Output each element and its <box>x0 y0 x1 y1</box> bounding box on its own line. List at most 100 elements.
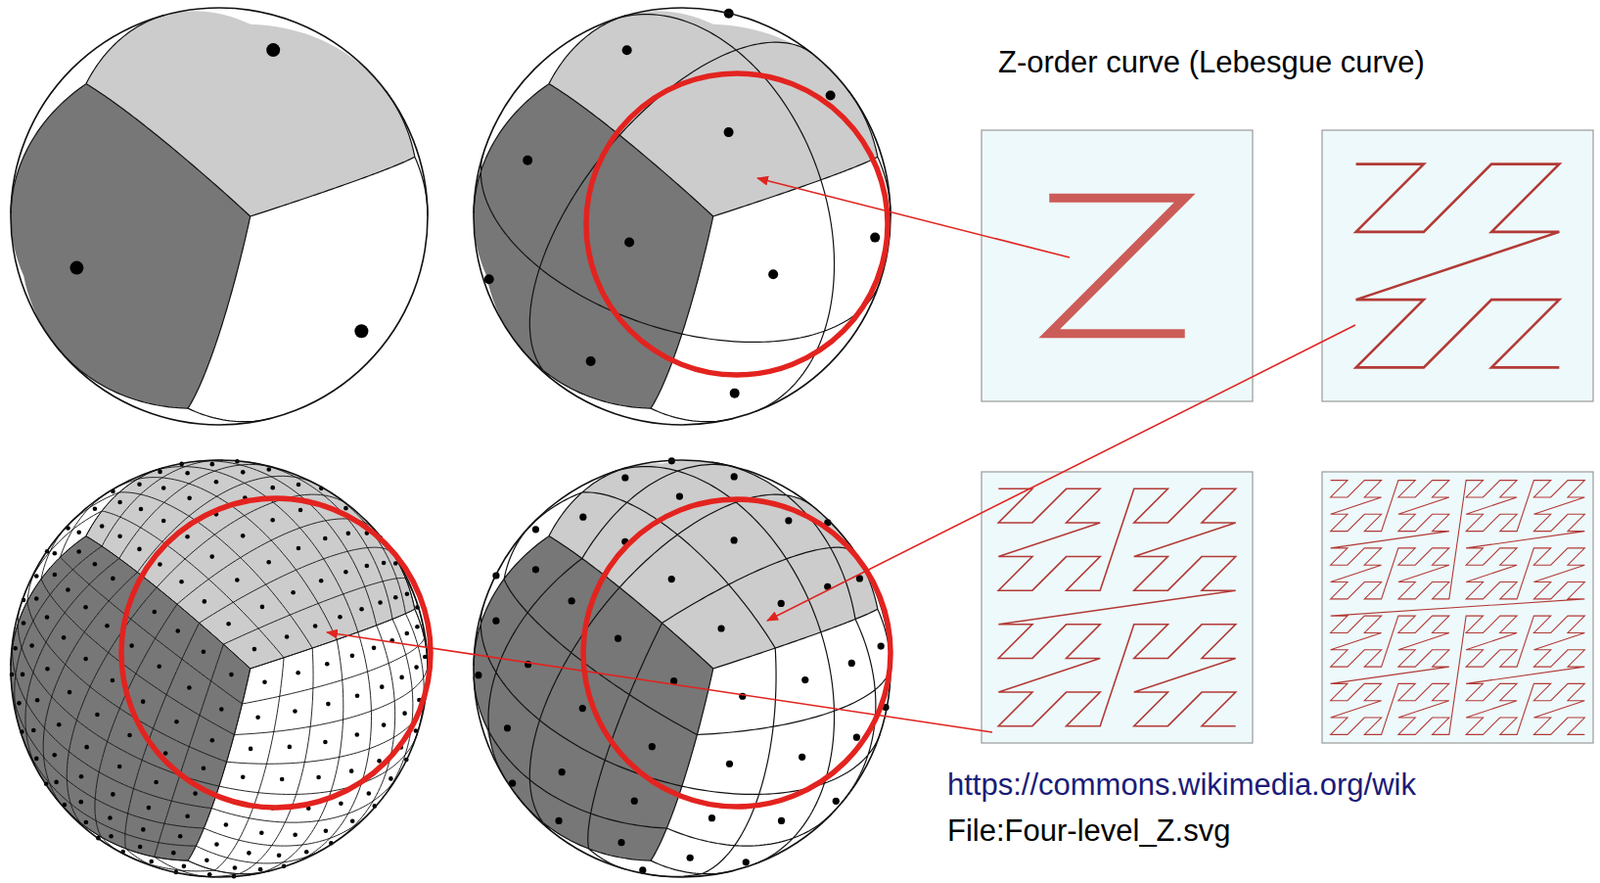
shaded-cell <box>10 84 251 410</box>
cell-dot <box>52 572 58 578</box>
cell-dot <box>323 827 329 833</box>
cell-dot <box>163 750 169 756</box>
cell-dot <box>21 620 27 626</box>
cell-dot <box>184 534 190 540</box>
cell-dot <box>35 697 41 703</box>
cell-dot <box>877 642 885 650</box>
cell-dot <box>246 850 252 856</box>
cell-dot <box>532 565 540 573</box>
cell-dot <box>532 525 540 533</box>
cell-dot <box>350 819 356 824</box>
cell-dot <box>51 752 57 758</box>
cell-dot <box>621 473 629 481</box>
cell-dot <box>266 43 280 57</box>
cell-dot <box>214 479 220 485</box>
cell-dot <box>266 466 272 472</box>
cell-dot <box>484 274 495 284</box>
cell-dot <box>731 472 738 480</box>
shaded-cell <box>539 135 713 334</box>
leader-arrow <box>757 178 1070 258</box>
cell-dot <box>156 663 162 669</box>
cell-dot <box>78 799 84 805</box>
cell-dot <box>381 722 387 728</box>
cell-dot <box>266 559 272 565</box>
cell-dot <box>708 814 716 822</box>
leader-arrow <box>767 324 1356 621</box>
cell-dot <box>83 656 89 662</box>
z-order-curve <box>1330 480 1586 735</box>
cell-dot <box>414 624 420 630</box>
cell-dot <box>110 678 116 684</box>
cell-dot <box>853 733 861 741</box>
grid-line <box>473 461 891 876</box>
cell-dot <box>94 712 100 718</box>
cell-dot <box>579 704 587 712</box>
cell-dot <box>402 710 408 716</box>
cell-dot <box>522 155 533 166</box>
cell-dot <box>869 232 880 243</box>
cell-dot <box>29 642 35 648</box>
sphere-ground <box>10 7 428 425</box>
highlight-circle <box>583 499 891 807</box>
cell-dot <box>240 469 246 475</box>
cell-dot <box>717 624 725 632</box>
cell-dot <box>117 500 123 505</box>
cell-dot <box>768 269 778 279</box>
cell-dot <box>110 576 116 582</box>
sphere-outline <box>10 459 428 877</box>
cell-dot <box>730 388 740 399</box>
cell-dot <box>67 689 73 695</box>
cell-dot <box>558 768 566 776</box>
cell-dot <box>161 485 167 491</box>
sphere-outline <box>473 7 891 425</box>
cell-dot <box>104 623 110 629</box>
cell-dot <box>614 635 622 642</box>
cell-dot <box>107 815 113 821</box>
leader-arrow <box>326 632 993 732</box>
cell-dot <box>319 578 324 584</box>
cell-dot <box>137 547 142 552</box>
sphere-ground <box>473 459 891 877</box>
cell-dot <box>290 590 296 595</box>
cell-dot <box>79 774 85 779</box>
cell-dot <box>140 698 146 704</box>
highlight-circle <box>121 498 431 808</box>
cell-dot <box>295 670 301 676</box>
diagram-title: Z-order curve (Lebesgue curve) <box>998 45 1425 81</box>
cube-sphere <box>473 457 891 877</box>
sphere-outline <box>473 459 891 877</box>
cell-dot <box>137 481 142 487</box>
source-note: File:Four-level_Z.svg <box>947 813 1231 849</box>
cell-dot <box>186 496 192 502</box>
cell-dot <box>586 356 596 366</box>
cell-dot <box>742 858 750 866</box>
grid-line <box>10 14 428 421</box>
cell-dot <box>45 666 50 672</box>
cube-sphere <box>10 7 428 425</box>
cell-dot <box>270 485 275 491</box>
cell-dot <box>16 700 22 706</box>
cell-dot <box>201 766 207 772</box>
cell-dot <box>686 854 694 862</box>
cell-dot <box>161 518 167 524</box>
cell-dot <box>171 850 177 856</box>
cell-dot <box>343 505 349 511</box>
z-order-curve <box>1356 164 1560 368</box>
cell-dot <box>182 864 187 869</box>
cell-dot <box>365 563 370 569</box>
cell-dot <box>405 591 411 596</box>
cell-dot <box>798 753 806 761</box>
cell-dot <box>731 536 738 544</box>
cell-dot <box>148 859 154 865</box>
cell-dot <box>255 714 261 720</box>
cell-dot <box>777 817 785 824</box>
cube-sphere <box>473 7 891 425</box>
cell-dot <box>554 817 562 824</box>
cell-dot <box>20 672 26 678</box>
cell-dot <box>210 737 216 743</box>
highlight-circle <box>586 73 888 375</box>
cell-dot <box>34 756 40 762</box>
cell-dot <box>316 775 321 780</box>
cell-dot <box>12 645 18 651</box>
